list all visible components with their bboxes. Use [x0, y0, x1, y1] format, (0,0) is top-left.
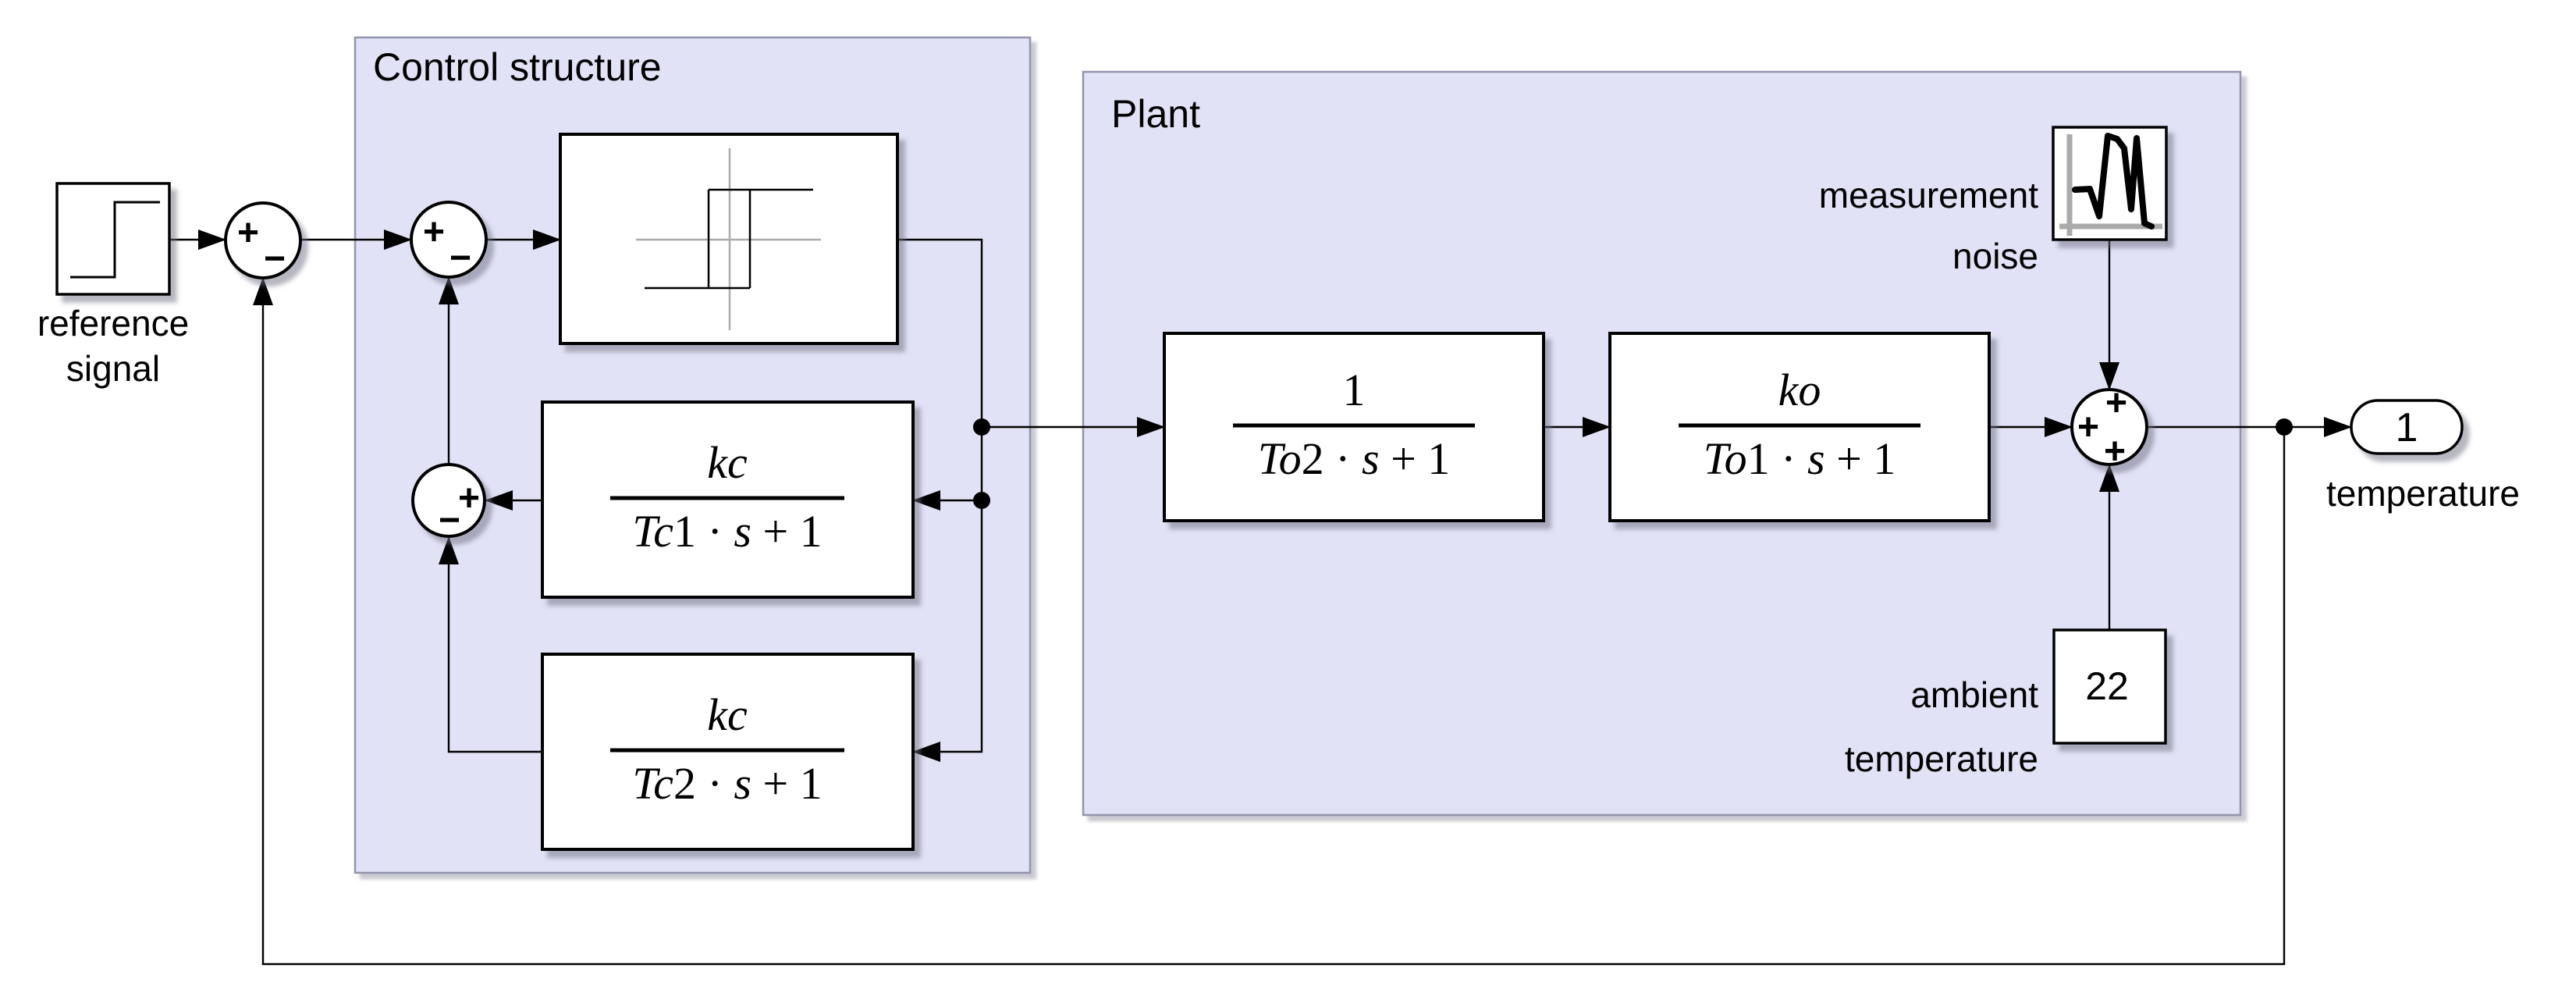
wire-feedback-temperature-to-sum1[interactable]: [253, 277, 2286, 966]
plant-tf2-block[interactable]: ko To1 · s + 1: [1608, 332, 1991, 522]
sum1-minus-sign: −: [264, 238, 286, 279]
sum3-circle[interactable]: [411, 463, 486, 538]
noise-label-line1: measurement: [1819, 175, 2038, 215]
outport-body[interactable]: [2350, 399, 2464, 455]
sum4-plus-left-sign: +: [2077, 407, 2099, 448]
ambient-label-line2: temperature: [1845, 739, 2038, 779]
outport-label: temperature: [2326, 473, 2520, 514]
ambient-temperature-block[interactable]: 22 ambient temperature: [1845, 628, 2167, 779]
plant-tf1-numerator: 1: [1343, 365, 1366, 415]
ctrl-tf2-block[interactable]: kc Tc2 · s + 1: [541, 653, 915, 851]
relay-block[interactable]: [559, 133, 899, 345]
sum3-minus-sign: −: [439, 500, 460, 541]
plant-tf2-numerator: ko: [1778, 365, 1821, 415]
sum2-circle[interactable]: [410, 201, 488, 279]
temperature-outport[interactable]: 1 temperature: [2326, 399, 2520, 514]
noise-waveform-icon: [2059, 133, 2162, 236]
reference-signal-label-line2: signal: [66, 348, 160, 389]
sum2-plus-sign: +: [423, 212, 445, 253]
noise-label-line2: noise: [1952, 236, 2038, 276]
step-icon: [70, 201, 160, 279]
ambient-value: 22: [2085, 664, 2129, 708]
sum1-plus-sign: +: [237, 212, 259, 254]
control-structure-label: Control structure: [373, 45, 662, 89]
outport-number: 1: [2396, 405, 2418, 450]
hysteresis-relay-icon: [636, 148, 821, 330]
ctrl-tf1-block[interactable]: kc Tc1 · s + 1: [541, 400, 915, 599]
plant-tf1-block[interactable]: 1 To2 · s + 1: [1163, 332, 1545, 522]
wires: [169, 230, 2352, 966]
ambient-label-line1: ambient: [1910, 674, 2038, 715]
sum4-circle[interactable]: [2070, 388, 2148, 466]
reference-signal-label-line1: reference: [37, 303, 189, 343]
sum4-plus-bottom-sign: +: [2104, 431, 2126, 472]
ctrl-tf2-denominator: Tc2 · s + 1: [632, 758, 822, 809]
branch-dot: [973, 492, 990, 509]
ctrl-tf1-numerator: kc: [707, 437, 748, 488]
plant-tf2-denominator: To1 · s + 1: [1704, 433, 1896, 484]
ctrl-tf1-denominator: Tc1 · s + 1: [632, 506, 822, 557]
plant-tf1-denominator: To2 · s + 1: [1258, 433, 1451, 484]
sum2-minus-sign: −: [449, 237, 471, 279]
sum1-circle[interactable]: [224, 201, 302, 279]
wire-ctrl-tf2-to-sum3[interactable]: [439, 536, 542, 753]
sum3-plus-sign: +: [458, 478, 480, 519]
sum4-plus-top-sign: +: [2105, 383, 2127, 424]
sum3-junction[interactable]: + −: [411, 463, 486, 541]
ambient-block-body[interactable]: [2052, 628, 2167, 745]
reference-signal-block[interactable]: reference signal: [37, 182, 189, 389]
ctrl-tf2-numerator: kc: [707, 689, 748, 740]
sum4-junction[interactable]: + + +: [2070, 383, 2148, 472]
branch-dot: [973, 418, 990, 436]
plant-label: Plant: [1111, 92, 1200, 136]
sum1-junction[interactable]: + −: [224, 201, 302, 279]
sum2-junction[interactable]: + −: [410, 201, 488, 279]
measurement-noise-block[interactable]: measurement noise: [1819, 126, 2168, 276]
